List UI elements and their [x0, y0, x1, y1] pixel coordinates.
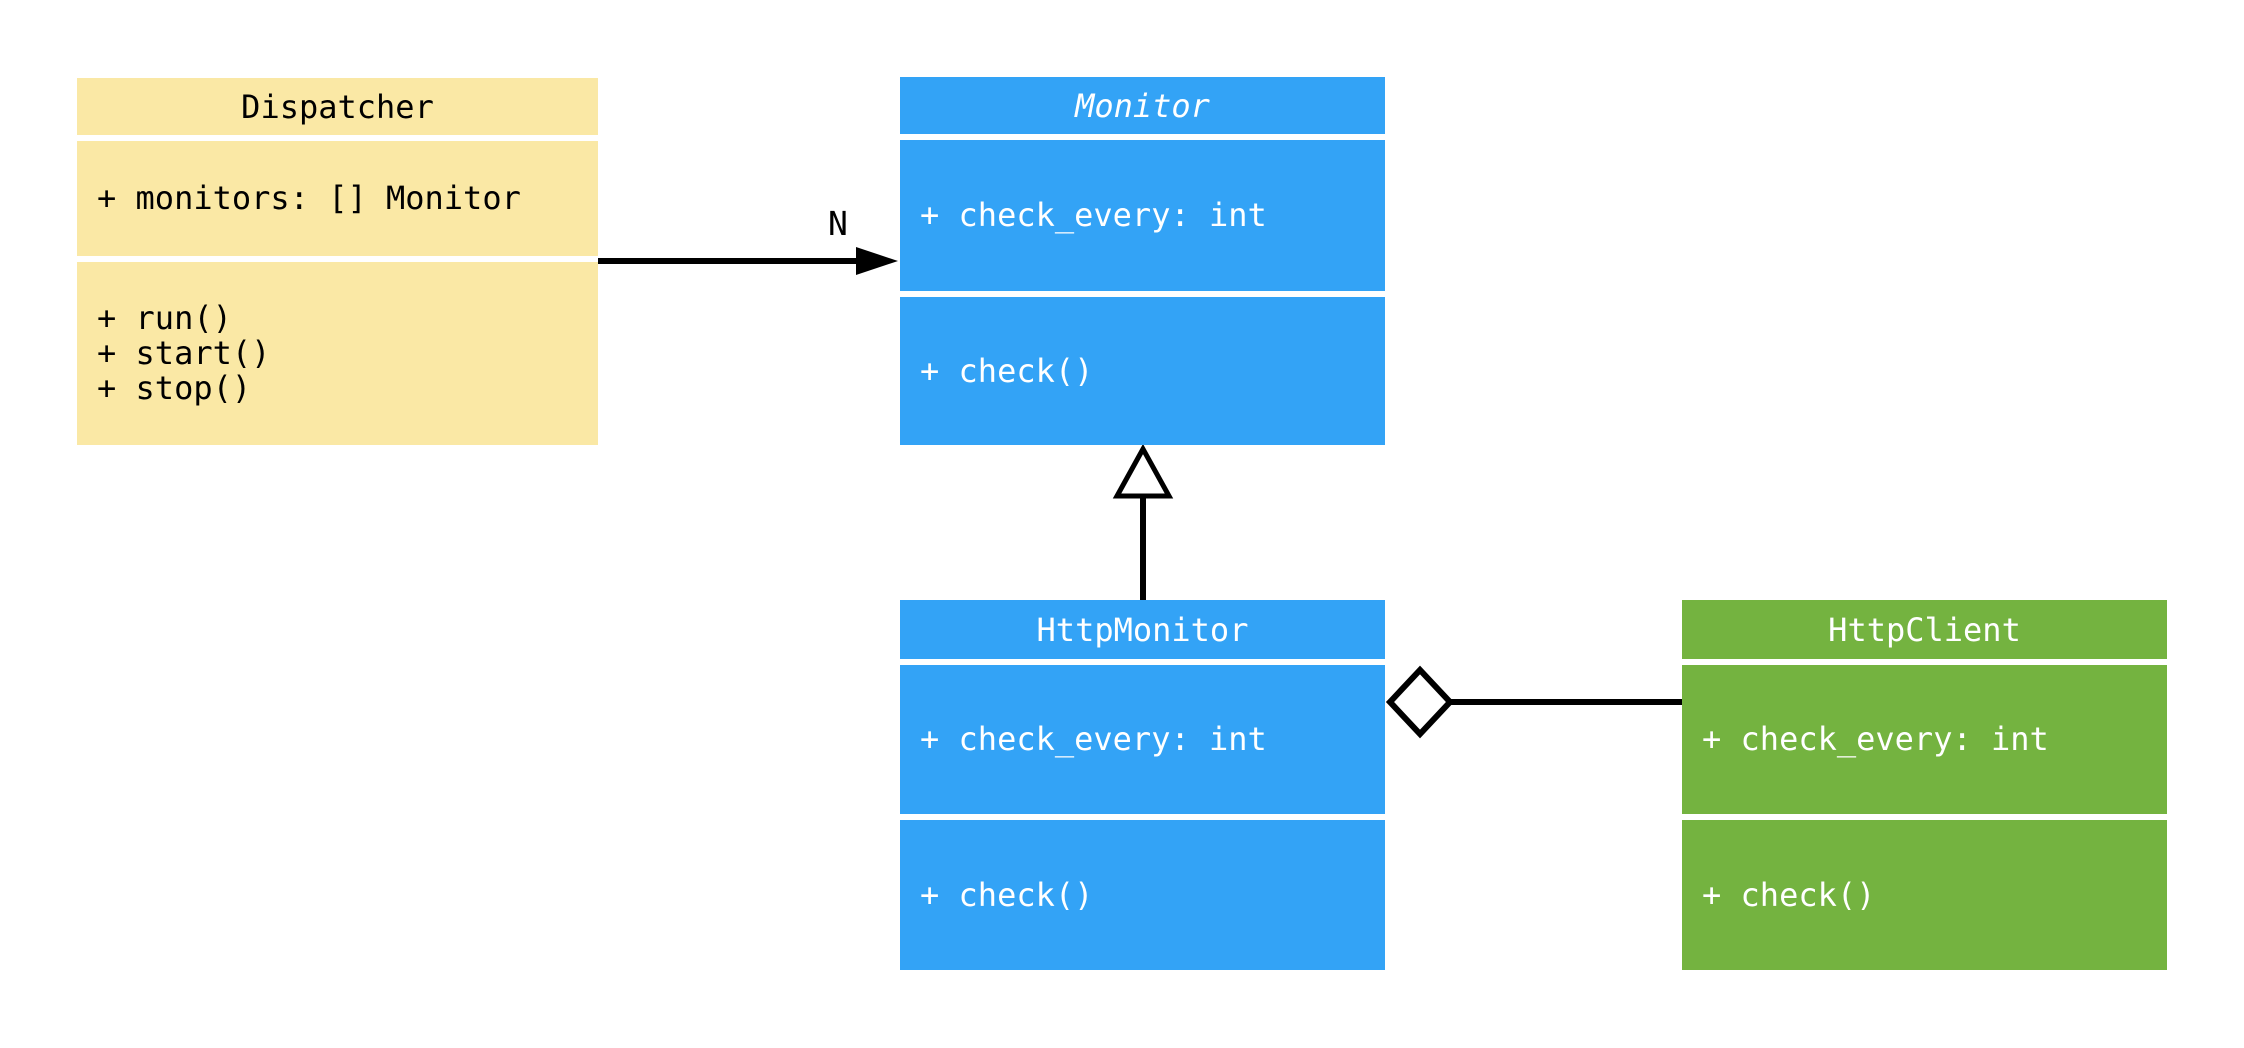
- hollow-triangle-icon: [1112, 443, 1174, 499]
- class-method: + check(): [1702, 875, 1876, 914]
- class-methods-section: + check(): [900, 820, 1385, 970]
- class-box-monitor: Monitor + check_every: int + check(): [900, 77, 1385, 445]
- class-attribute: + monitors: [] Monitor: [97, 179, 521, 217]
- multiplicity-label: N: [828, 204, 848, 243]
- class-title: HttpMonitor: [900, 600, 1385, 659]
- class-attributes-section: + monitors: [] Monitor: [77, 141, 598, 256]
- class-method: + stop(): [97, 369, 252, 407]
- class-methods-section: + check(): [1682, 820, 2167, 970]
- class-method: + check(): [920, 351, 1094, 390]
- class-box-httpclient: HttpClient + check_every: int + check(): [1682, 600, 2167, 970]
- class-title: Monitor: [900, 77, 1385, 134]
- class-methods-section: + check(): [900, 297, 1385, 445]
- class-methods-section: + run() + start() + stop(): [77, 262, 598, 445]
- class-attribute: + check_every: int: [920, 196, 1267, 234]
- class-method: + run(): [97, 299, 232, 337]
- filled-arrowhead-icon: [856, 247, 898, 275]
- class-title: Dispatcher: [77, 78, 598, 135]
- class-attributes-section: + check_every: int: [1682, 665, 2167, 814]
- class-attribute: + check_every: int: [1702, 720, 2049, 758]
- hollow-diamond-icon: [1385, 665, 1455, 739]
- class-attributes-section: + check_every: int: [900, 665, 1385, 814]
- class-attributes-section: + check_every: int: [900, 140, 1385, 291]
- class-box-dispatcher: Dispatcher + monitors: [] Monitor + run(…: [77, 78, 598, 445]
- class-title: HttpClient: [1682, 600, 2167, 659]
- class-method: + check(): [920, 875, 1094, 914]
- class-box-httpmonitor: HttpMonitor + check_every: int + check(): [900, 600, 1385, 970]
- class-attribute: + check_every: int: [920, 720, 1267, 758]
- class-method: + start(): [97, 334, 271, 372]
